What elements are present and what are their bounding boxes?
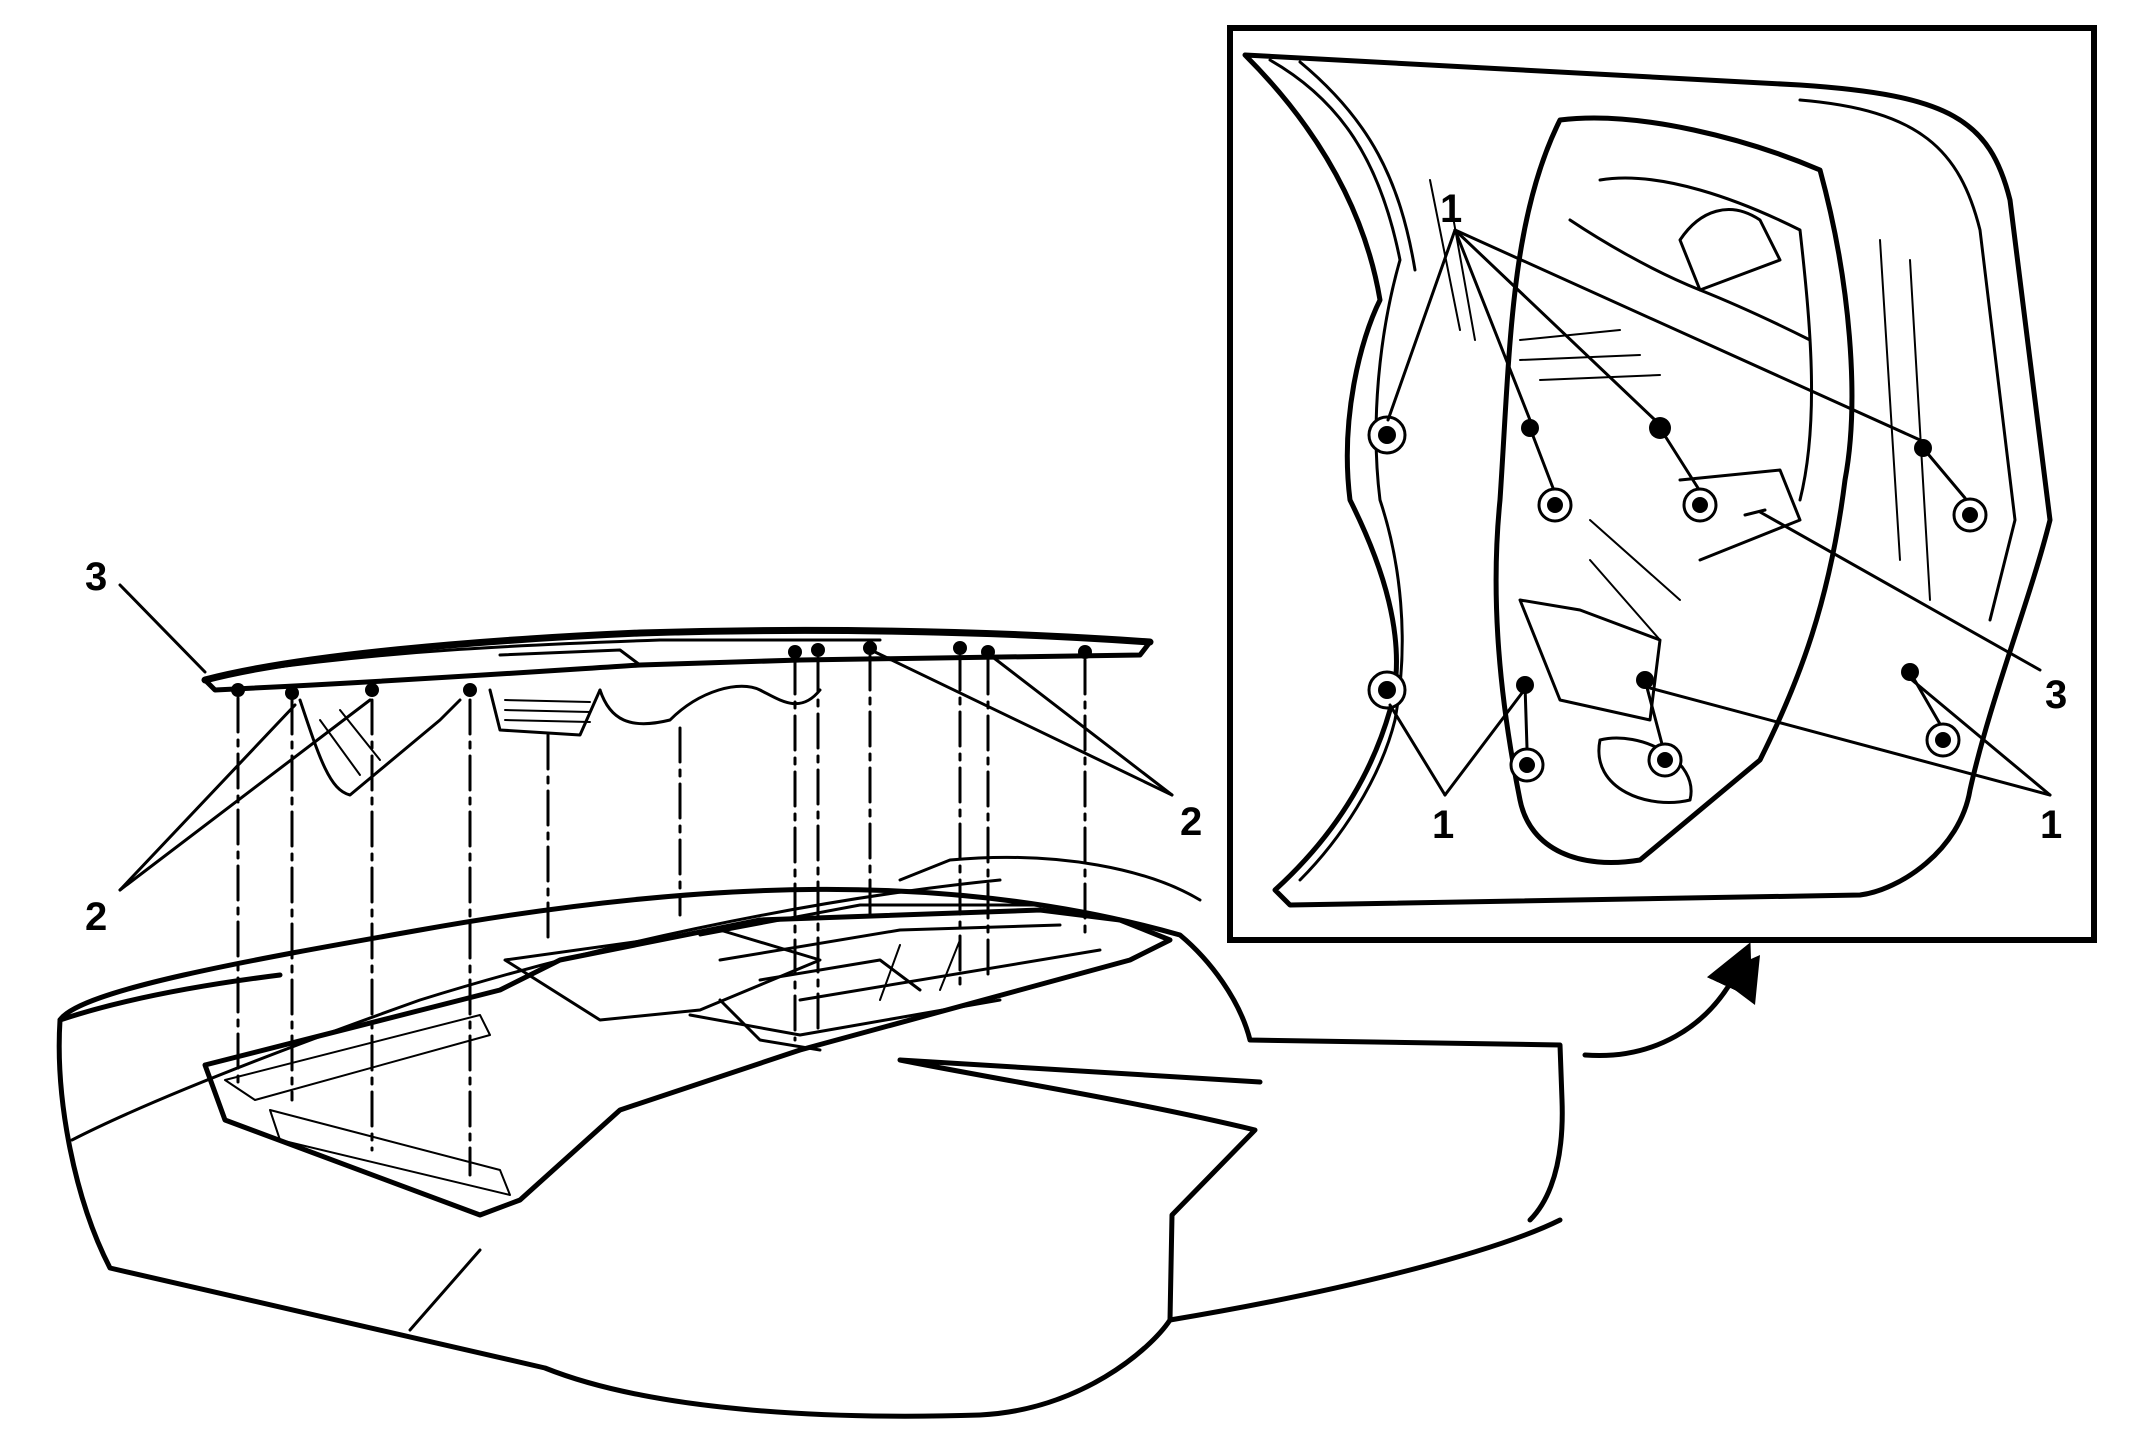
- clip-icon: [811, 643, 825, 657]
- clip-icon: [1962, 507, 1978, 523]
- callout-1-top: 1: [1440, 187, 1462, 231]
- clip-icon: [463, 683, 477, 697]
- clip-icon: [231, 683, 245, 697]
- arrow-head-icon: [1715, 955, 1760, 1005]
- clip-icon: [365, 683, 379, 697]
- clip-icon: [1378, 681, 1396, 699]
- curved-arrow-icon: [1582, 942, 1753, 1059]
- clip-icon: [788, 645, 802, 659]
- clip-icon: [1078, 645, 1092, 659]
- hood-body: [56, 855, 1565, 1419]
- main-exploded-view: [56, 583, 1760, 1419]
- callout-1-bottom-left: 1: [1432, 803, 1454, 847]
- clip-icon: [863, 641, 877, 655]
- clip-icon: [1692, 497, 1708, 513]
- insulator-clips: [231, 641, 1092, 700]
- clip-icon: [285, 686, 299, 700]
- clip-icon: [1519, 757, 1535, 773]
- callout-labels: 3 2 2 1 1 1 3: [85, 187, 2067, 939]
- clip-icon: [1935, 732, 1951, 748]
- callout-2-left: 2: [85, 895, 107, 939]
- hood-inner-panel: [202, 903, 1173, 1218]
- clip-icon: [1547, 497, 1563, 513]
- callout-3-inset: 3: [2045, 673, 2067, 717]
- callout-3-main: 3: [85, 555, 107, 599]
- main-leader-lines: [118, 583, 1174, 892]
- clip-icon: [1378, 426, 1396, 444]
- clip-icon: [1657, 752, 1673, 768]
- callout-2-right: 2: [1180, 800, 1202, 844]
- hood-insulator: [201, 626, 1154, 797]
- clip-icon: [953, 641, 967, 655]
- inset-leader-lines: [1386, 228, 2052, 797]
- detail-inset-view: [1227, 25, 2097, 943]
- callout-1-bottom-right: 1: [2040, 803, 2062, 847]
- alignment-lines: [236, 654, 1087, 1177]
